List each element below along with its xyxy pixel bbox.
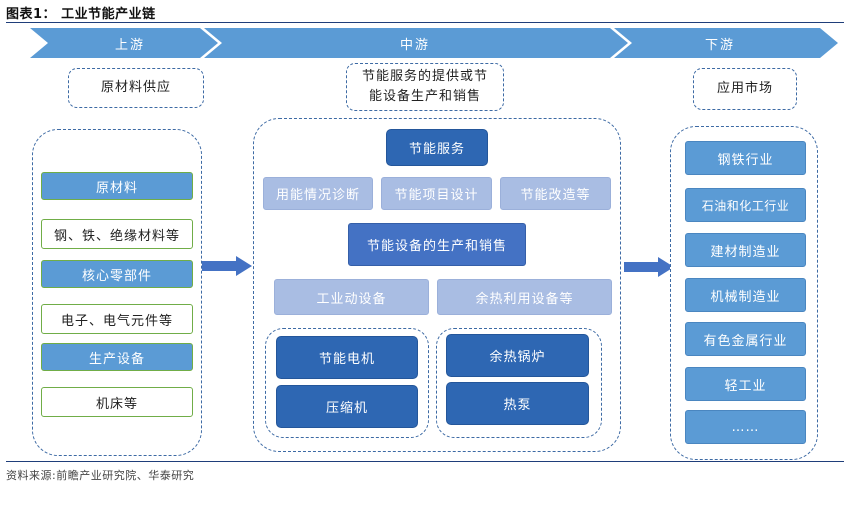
service-item-design: 节能项目设计 — [381, 177, 492, 210]
upstream-item-machine-tools: 机床等 — [41, 387, 193, 417]
equipment-item-waste-heat: 余热利用设备等 — [437, 279, 612, 315]
midstream-equipment: 节能设备的生产和销售 — [348, 223, 526, 266]
midstream-service: 节能服务 — [386, 129, 488, 166]
downstream-item-nonferrous: 有色金属行业 — [685, 322, 806, 356]
chevron-midstream — [204, 28, 628, 58]
arrow-upstream-to-midstream — [202, 256, 252, 276]
service-item-diagnosis: 用能情况诊断 — [263, 177, 373, 210]
stage-label-downstream: 下游 — [704, 38, 735, 53]
downstream-header: 应用市场 — [693, 68, 797, 110]
stage-label-midstream: 中游 — [399, 38, 430, 53]
stage-label-upstream: 上游 — [114, 38, 145, 53]
midstream-header-line1: 节能服务的提供或节 — [361, 69, 488, 84]
downstream-item-steel: 钢铁行业 — [685, 141, 806, 175]
service-item-retrofit: 节能改造等 — [500, 177, 611, 210]
group-item-boiler: 余热锅炉 — [446, 334, 589, 377]
midstream-header: 节能服务的提供或节 能设备生产和销售 — [346, 63, 504, 111]
group-item-compressor: 压缩机 — [276, 385, 418, 428]
downstream-item-light-industry: 轻工业 — [685, 367, 806, 401]
upstream-item-raw-materials: 原材料 — [41, 172, 193, 200]
upstream-item-steel-iron: 钢、铁、绝缘材料等 — [41, 219, 193, 249]
downstream-item-petrochemical: 石油和化工行业 — [685, 188, 806, 222]
upstream-item-electronics: 电子、电气元件等 — [41, 304, 193, 334]
group-item-heat-pump: 热泵 — [446, 382, 589, 425]
equipment-item-industrial: 工业动设备 — [274, 279, 429, 315]
stage-chevron-bar — [30, 28, 838, 58]
downstream-header-text: 应用市场 — [716, 81, 773, 96]
arrow-midstream-to-downstream — [624, 257, 674, 277]
chevron-downstream — [614, 28, 838, 58]
downstream-item-machinery: 机械制造业 — [685, 278, 806, 312]
group-item-motor: 节能电机 — [276, 336, 418, 379]
upstream-header-text: 原材料供应 — [100, 80, 171, 95]
top-rule — [6, 22, 844, 23]
bottom-rule — [6, 461, 844, 462]
midstream-header-line2: 能设备生产和销售 — [368, 89, 481, 104]
source-note: 资料来源:前瞻产业研究院、华泰研究 — [6, 469, 195, 482]
figure-title: 图表1： 工业节能产业链 — [6, 7, 156, 22]
downstream-item-more: …… — [685, 410, 806, 444]
upstream-item-production-equipment: 生产设备 — [41, 343, 193, 371]
upstream-header: 原材料供应 — [68, 68, 204, 108]
upstream-item-core-parts: 核心零部件 — [41, 260, 193, 288]
chevron-upstream — [30, 28, 218, 58]
downstream-item-building-materials: 建材制造业 — [685, 233, 806, 267]
